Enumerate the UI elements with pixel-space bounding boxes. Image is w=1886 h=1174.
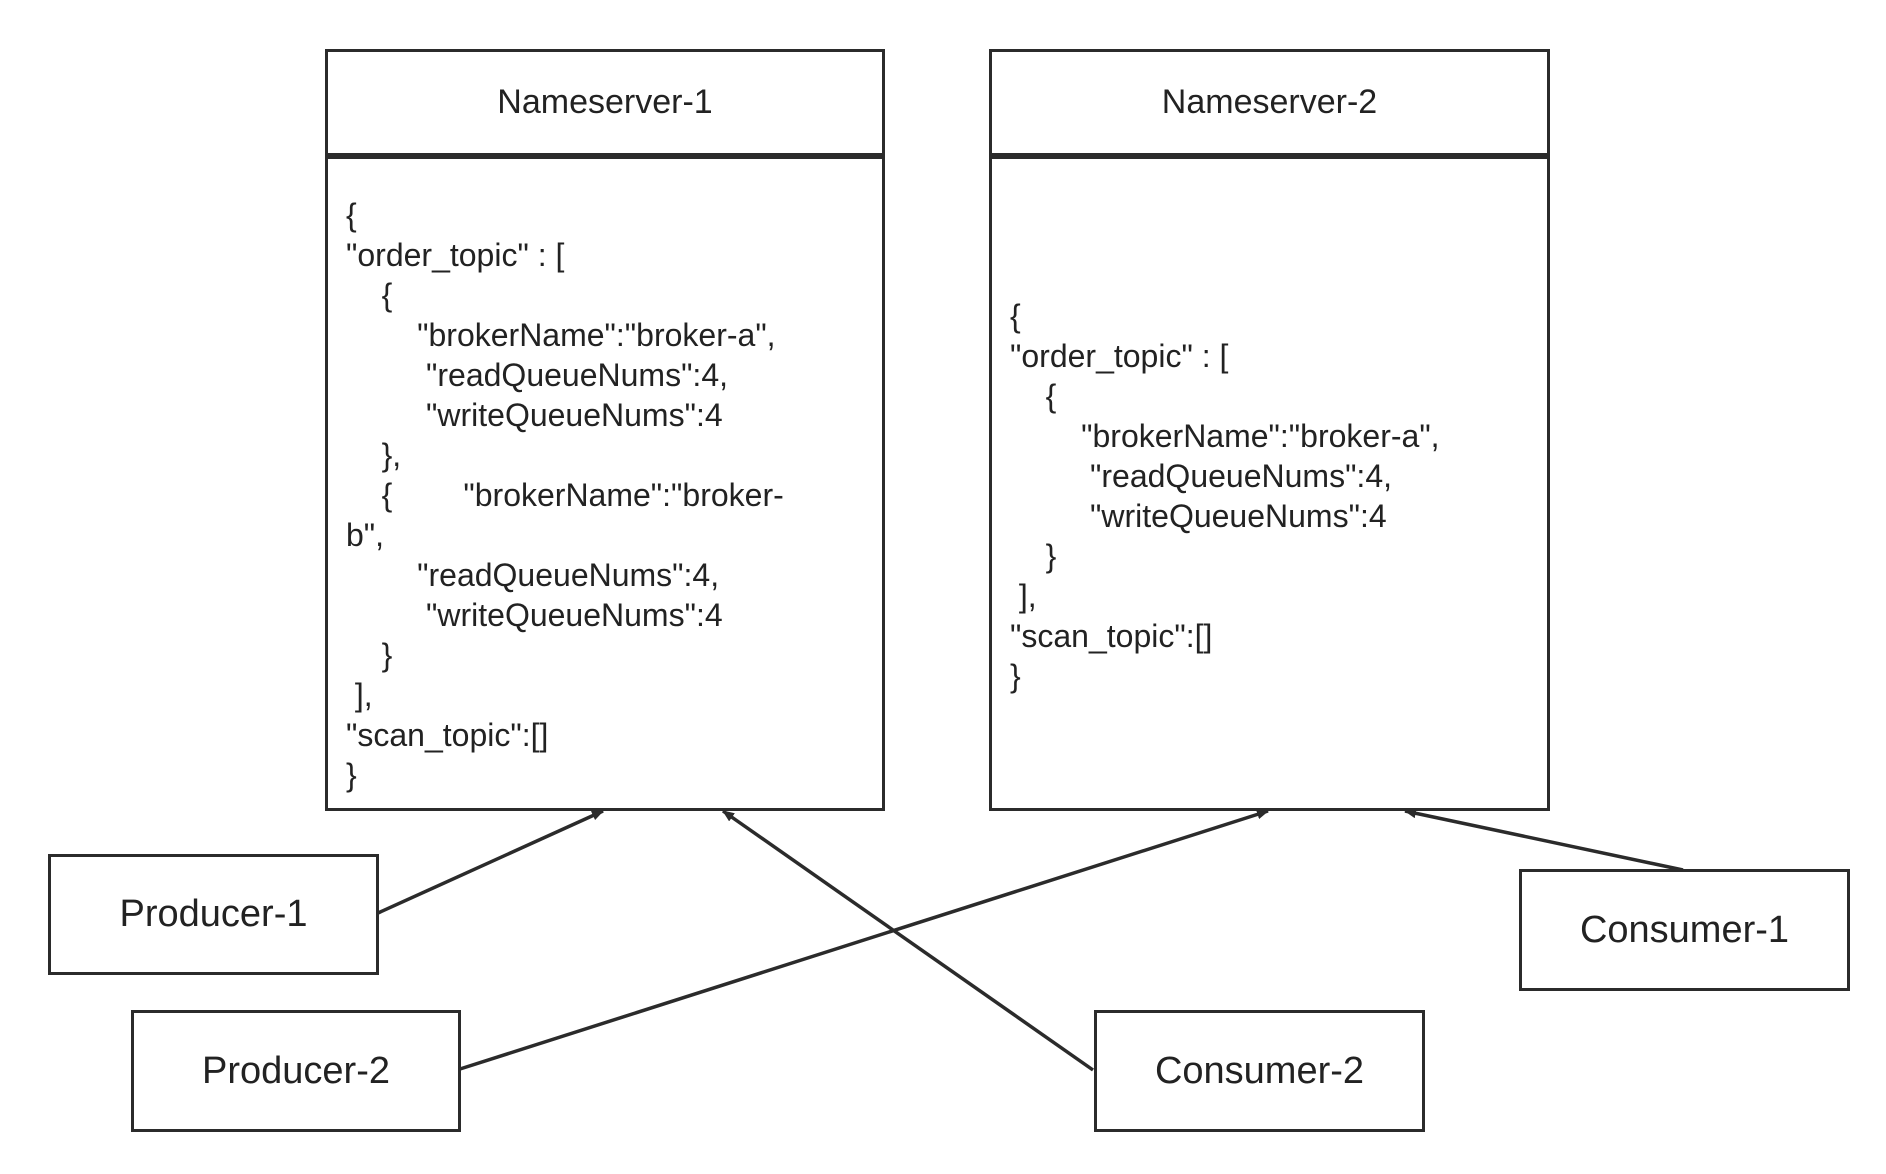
nameserver-2-route-table: { "order_topic" : [ { "brokerName":"brok… — [1010, 298, 1440, 694]
consumer-2-node: Consumer-2 — [1094, 1010, 1425, 1132]
consumer-1-node: Consumer-1 — [1519, 869, 1850, 991]
edge-producer-2-to-nameserver-2 — [459, 809, 1269, 1071]
edge-consumer-2-to-nameserver-1 — [721, 809, 1095, 1072]
producer-1-label: Producer-1 — [119, 893, 308, 935]
consumer-2-label: Consumer-2 — [1154, 1049, 1365, 1092]
edge-consumer-1-to-nameserver-2 — [1404, 808, 1684, 872]
producer-2-label: Producer-2 — [202, 1049, 390, 1092]
producer-1-node: Producer-1 — [48, 854, 379, 975]
edge-producer-1-to-nameserver-1 — [377, 809, 604, 915]
nameserver-1-box: Nameserver-1 { "order_topic" : [ { "brok… — [325, 49, 885, 811]
nameserver-1-route-table: { "order_topic" : [ { "brokerName":"brok… — [346, 197, 784, 793]
nameserver-2-title: Nameserver-2 — [992, 52, 1547, 159]
consumer-1-label: Consumer-1 — [1579, 908, 1790, 951]
producer-2-node: Producer-2 — [131, 1010, 461, 1132]
nameserver-1-title: Nameserver-1 — [328, 52, 882, 159]
nameserver-2-box: Nameserver-2 { "order_topic" : [ { "brok… — [989, 49, 1550, 811]
